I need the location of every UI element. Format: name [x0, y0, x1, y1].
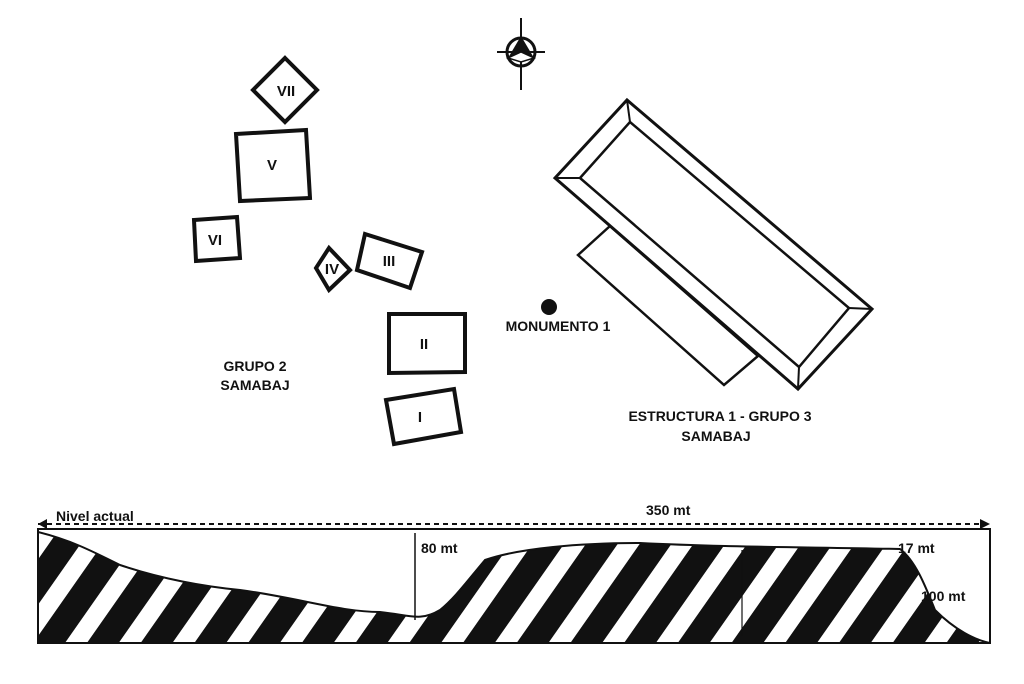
- level-arrow-right-icon: [980, 519, 990, 529]
- structure-iii: III: [354, 231, 425, 291]
- structure-iv-label: IV: [325, 261, 339, 278]
- length-label: 350 mt: [646, 502, 691, 518]
- monument-marker-icon: [541, 299, 557, 315]
- structure-ii-label: II: [420, 336, 428, 353]
- structure-vii: VII: [250, 55, 320, 125]
- group-2-label-line1: GRUPO 2: [223, 358, 286, 374]
- group-2-label: GRUPO 2 SAMABAJ: [220, 358, 289, 393]
- structure-ii: II: [387, 312, 467, 376]
- structure-v: V: [233, 127, 313, 204]
- group-2-label-line2: SAMABAJ: [220, 377, 289, 393]
- level-label: Nivel actual: [56, 508, 134, 524]
- structure-v-label: V: [267, 157, 277, 174]
- level-arrow-left-icon: [38, 519, 47, 529]
- structure-vii-label: VII: [277, 83, 295, 100]
- monument-1: MONUMENTO 1: [506, 299, 611, 334]
- structure-i: I: [383, 386, 464, 447]
- depth-label: 80 mt: [421, 540, 458, 556]
- structure-1-group-3: ESTRUCTURA 1 - GRUPO 3 SAMABAJ: [552, 97, 875, 444]
- side-label: 100 mt: [921, 588, 966, 604]
- structure-i-label: I: [418, 409, 422, 426]
- structure-iii-label: III: [383, 253, 396, 270]
- north-arrow-icon: [497, 18, 545, 90]
- profile-frame: [37, 528, 991, 644]
- structure-vi: VI: [191, 214, 243, 264]
- terrain-profile: Nivel actual 350 mt 80 mt 17 mt 100 mt: [37, 502, 991, 644]
- structure-iv: IV: [313, 244, 353, 294]
- structure-vi-label: VI: [208, 232, 222, 249]
- structure-1-label-line2: SAMABAJ: [681, 428, 750, 444]
- structure-1-label-line1: ESTRUCTURA 1 - GRUPO 3: [628, 408, 811, 424]
- top-label: 17 mt: [898, 540, 935, 556]
- monument-label: MONUMENTO 1: [506, 318, 611, 334]
- terrain-fill: [38, 530, 990, 643]
